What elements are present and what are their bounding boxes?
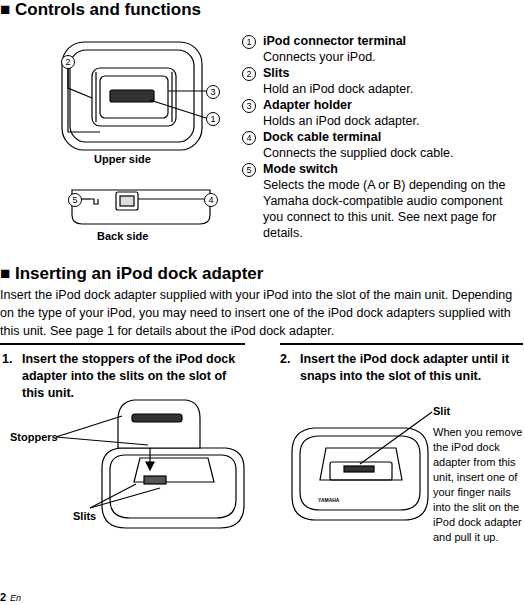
section-heading: ■ Controls and functions xyxy=(0,0,201,21)
callout-number: 3 xyxy=(242,99,256,113)
part-name: Dock cable terminal xyxy=(263,129,381,145)
part-label: Slits xyxy=(73,509,96,523)
part-description: Connects your iPod. xyxy=(263,49,376,65)
part-name: Slits xyxy=(263,65,289,81)
body-paragraph: Insert the iPod dock adapter supplied wi… xyxy=(0,286,525,340)
step-text: Insert the iPod dock adapter until it sn… xyxy=(300,351,522,385)
part-description: Selects the mode (A or B) depending on t… xyxy=(263,177,525,241)
callout-number: 4 xyxy=(204,193,218,207)
page-number: 2 xyxy=(0,590,6,604)
callout-number: 4 xyxy=(242,131,256,145)
part-name: Adapter holder xyxy=(263,97,352,113)
page-language: En xyxy=(10,593,21,605)
part-label: Stoppers xyxy=(10,430,58,444)
callout-number: 3 xyxy=(206,85,220,99)
part-name: Mode switch xyxy=(263,161,338,177)
callout-number: 2 xyxy=(242,67,256,81)
part-label: Slit xyxy=(433,404,450,418)
note-text: When you remove the iPod dock adapter fr… xyxy=(433,425,523,545)
callout-number: 1 xyxy=(242,35,256,49)
part-name: iPod connector terminal xyxy=(263,33,406,49)
callout-number: 1 xyxy=(206,112,220,126)
part-description: Hold an iPod dock adapter. xyxy=(263,81,413,97)
callout-number: 2 xyxy=(61,55,75,69)
callout-number: 5 xyxy=(68,193,82,207)
step-number: 1. xyxy=(2,351,12,367)
section-heading: ■ Inserting an iPod dock adapter xyxy=(0,263,263,285)
step-number: 2. xyxy=(280,351,290,367)
brand-logo: YAMAHA xyxy=(318,497,339,504)
step-text: Insert the stoppers of the iPod dock ada… xyxy=(22,351,244,402)
view-caption: Upper side xyxy=(94,152,151,166)
part-description: Connects the supplied dock cable. xyxy=(263,145,453,161)
part-description: Holds an iPod dock adapter. xyxy=(263,113,419,129)
view-caption: Back side xyxy=(97,229,148,243)
callout-number: 5 xyxy=(242,163,256,177)
